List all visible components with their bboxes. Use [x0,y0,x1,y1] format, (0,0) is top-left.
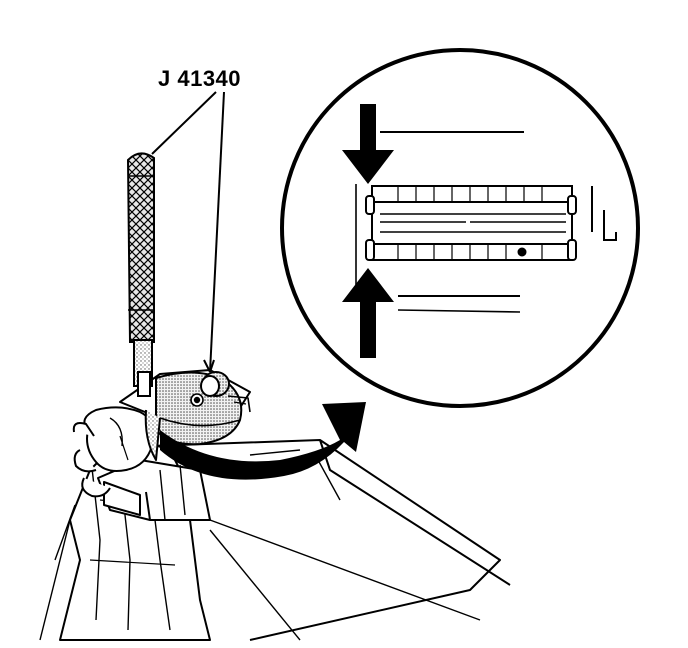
clamp-jaws [97,459,211,521]
bearing-detail [365,185,577,261]
arrow-up [342,268,394,358]
hand [72,406,156,498]
label-leaders [151,91,225,373]
arrow-down [342,104,394,184]
curved-arrow-right [160,402,366,480]
detail-view [280,48,640,408]
bench-base [149,439,511,641]
set-screw-knob [190,371,230,407]
knurled-handle [126,152,155,397]
tool-label: J 41340 [158,66,242,91]
